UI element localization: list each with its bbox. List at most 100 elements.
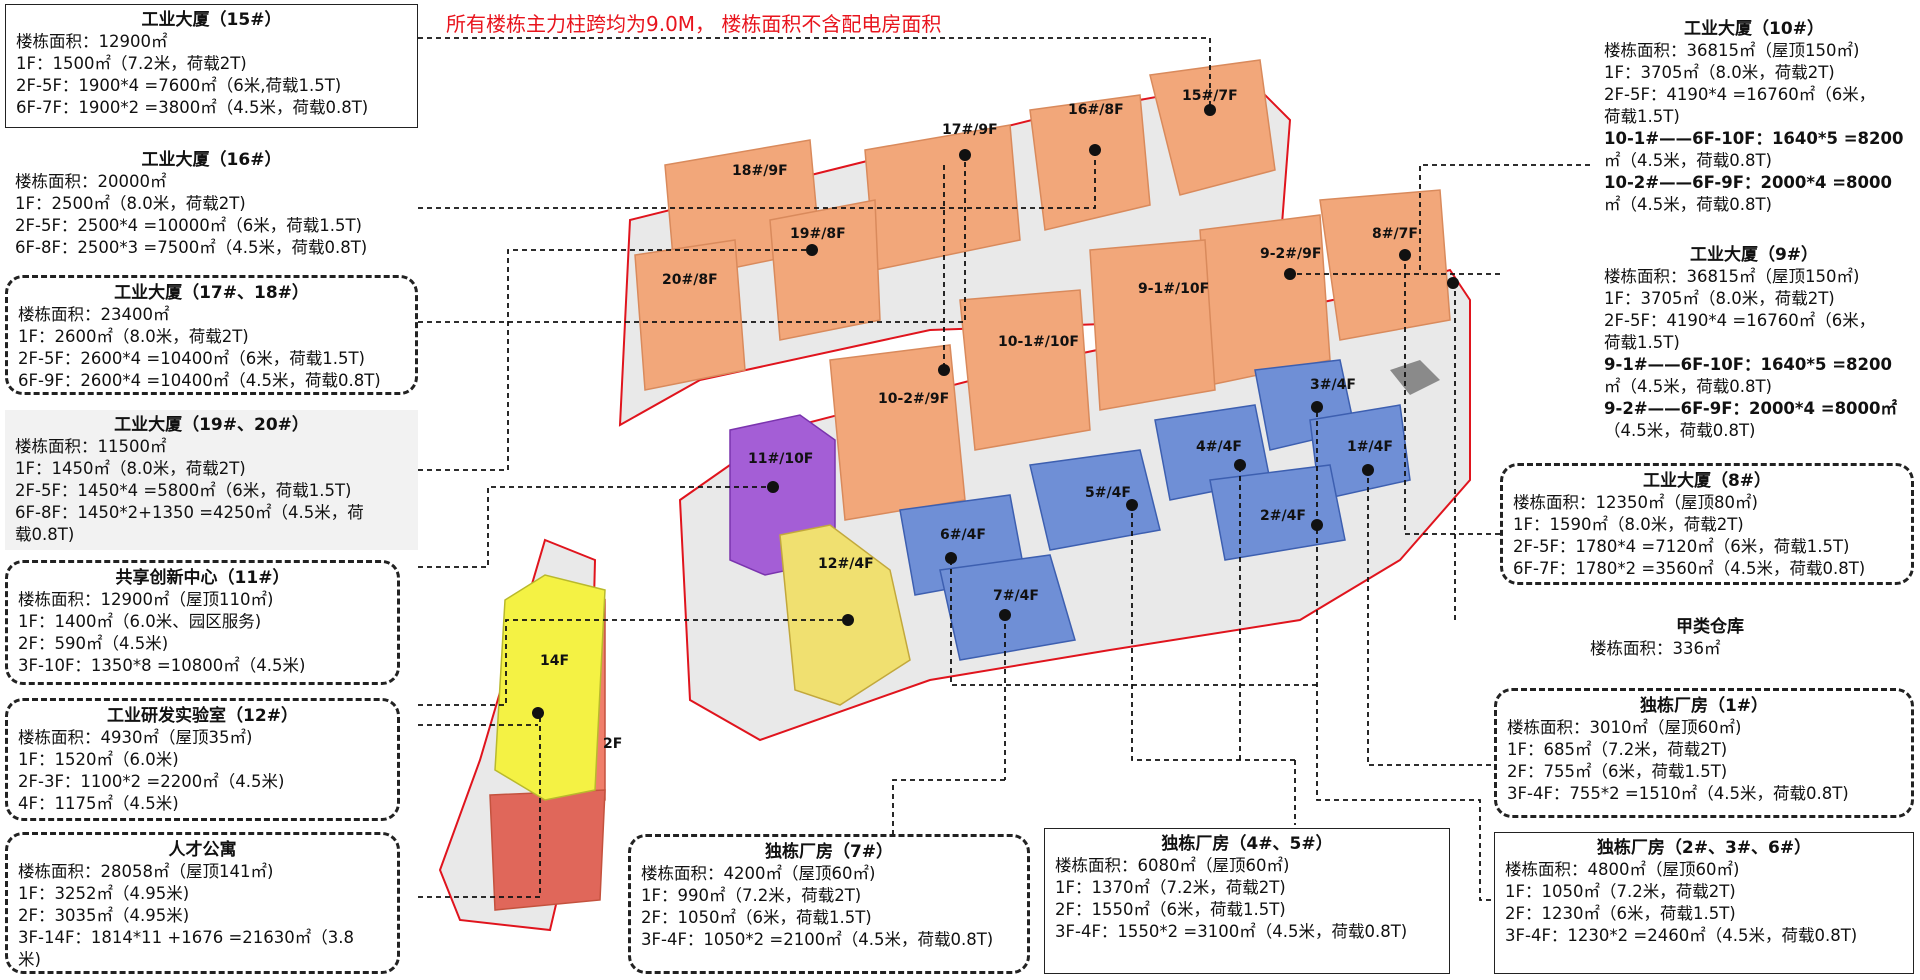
box-line: 1F：2500㎡（8.0米，荷载2T) <box>15 194 246 213</box>
info-box-warehouse: 甲类仓库 楼栋面积：336㎡ <box>1580 612 1840 670</box>
red-note: 所有楼栋主力柱跨均为9.0M， 楼栋面积不含配电房面积 <box>446 12 942 36</box>
box-line: 1F：1520㎡（6.0米) <box>18 750 179 769</box>
box-line: 3F-4F：1550*2 =3100㎡（4.5米，荷载0.8T) <box>1055 922 1408 941</box>
building-16-shape <box>1029 94 1151 231</box>
box-line: 荷载1.5T) <box>1604 333 1680 352</box>
box-line: 楼栋面积：23400㎡ <box>18 305 170 324</box>
info-box-4-5: 独栋厂房（4#、5#） 楼栋面积：6080㎡（屋顶60㎡) 1F：1370㎡（7… <box>1044 828 1450 974</box>
label-4: 4#/4F <box>1196 439 1242 455</box>
box-line: 1F：1050㎡（7.2米，荷载2T) <box>1505 882 1736 901</box>
box-title: 独栋厂房（4#、5#） <box>1161 834 1333 854</box>
box-line: 楼栋面积：3010㎡（屋顶60㎡) <box>1507 718 1742 737</box>
label-20: 20#/8F <box>662 272 718 288</box>
box-title: 工业研发实验室（12#） <box>107 706 298 726</box>
box-line: 1F：990㎡（7.2米，荷载2T) <box>641 886 862 905</box>
box-title: 人才公寓 <box>168 840 237 860</box>
box-line: 楼栋面积：12900㎡（屋顶110㎡) <box>18 590 274 609</box>
info-box-9: 工业大厦（9#） 楼栋面积：36815㎡（屋顶150㎡) 1F：3705㎡（8.… <box>1594 240 1914 450</box>
box-line: ㎡（4.5米，荷载0.8T) <box>1604 377 1772 396</box>
box-line: 2F-5F：1900*4 =7600㎡（6米,荷载1.5T) <box>16 76 342 95</box>
box-title: 工业大厦（16#） <box>141 150 282 170</box>
box-line: 楼栋面积：6080㎡（屋顶60㎡) <box>1055 856 1290 875</box>
box-title: 独栋厂房（1#） <box>1639 696 1769 716</box>
box-line: 2F-5F：1450*4 =5800㎡（6米，荷载1.5T) <box>15 481 352 500</box>
box-line: 2F-5F：1780*4 =7120㎡（6米，荷载1.5T) <box>1513 537 1850 556</box>
info-box-7: 独栋厂房（7#） 楼栋面积：4200㎡（屋顶60㎡) 1F：990㎡（7.2米，… <box>628 834 1030 974</box>
box-title: 工业大厦（8#） <box>1642 471 1772 491</box>
box-line: 2F：590㎡（4.5米) <box>18 634 169 653</box>
label-11: 11#/10F <box>748 451 813 467</box>
info-box-12: 工业研发实验室（12#） 楼栋面积：4930㎡（屋顶35㎡) 1F：1520㎡（… <box>5 698 400 821</box>
box-line: 3F-14F：1814*11 +1676 =21630㎡（3.8 <box>18 928 355 947</box>
label-6: 6#/4F <box>940 527 986 543</box>
box-line: 3F-4F：1230*2 =2460㎡（4.5米，荷载0.8T) <box>1505 926 1858 945</box>
building-10-2-shape <box>829 344 966 521</box>
info-box-19-20: 工业大厦（19#、20#） 楼栋面积：11500㎡ 1F：1450㎡（8.0米，… <box>5 410 418 550</box>
warehouse-shape <box>1390 360 1440 395</box>
label-10-1: 10-1#/10F <box>998 334 1079 350</box>
box-line: 6F-8F：1450*2+1350 =4250㎡（4.5米，荷 <box>15 503 364 522</box>
building-10-1-shape <box>959 289 1091 451</box>
box-line: 1F：1450㎡（8.0米，荷载2T) <box>15 459 246 478</box>
label-9-1: 9-1#/10F <box>1138 281 1209 297</box>
box-line: 楼栋面积：11500㎡ <box>15 437 167 456</box>
box-title: 甲类仓库 <box>1676 617 1744 637</box>
box-line: 1F：1400㎡（6.0米、园区服务) <box>18 612 262 631</box>
box-line: 2F-5F：2600*4 =10400㎡（6米，荷载1.5T) <box>18 349 365 368</box>
box-title: 工业大厦（9#） <box>1689 245 1819 265</box>
marker-dots <box>532 104 1459 719</box>
box-line: 2F-5F：4190*4 =16760㎡（6米， <box>1604 85 1876 104</box>
building-2-shape <box>1209 464 1346 561</box>
box-line: 1F：2600㎡（8.0米，荷载2T) <box>18 327 249 346</box>
box-line: 1F：3705㎡（8.0米，荷载2T) <box>1604 289 1835 308</box>
box-title: 工业大厦（15#） <box>141 10 282 30</box>
box-line: 1F：685㎡（7.2米，荷载2T) <box>1507 740 1728 759</box>
box-line: 2F：3035㎡（4.95米) <box>18 906 190 925</box>
label-18: 18#/9F <box>732 163 788 179</box>
info-box-apartment: 人才公寓 楼栋面积：28058㎡（屋顶141㎡) 1F：3252㎡（4.95米)… <box>5 832 400 974</box>
info-box-10: 工业大厦（10#） 楼栋面积：36815㎡（屋顶150㎡) 1F：3705㎡（8… <box>1594 14 1914 224</box>
box-line: 6F-9F：2600*4 =10400㎡（4.5米，荷载0.8T) <box>18 371 381 390</box>
info-box-17-18: 工业大厦（17#、18#） 楼栋面积：23400㎡ 1F：2600㎡（8.0米，… <box>5 275 418 395</box>
box-title: 独栋厂房（7#） <box>764 842 894 862</box>
box-line: 荷载1.5T) <box>1604 107 1680 126</box>
label-12: 12#/4F <box>818 556 874 572</box>
building-9-1-shape <box>1089 239 1216 411</box>
box-line: 楼栋面积：20000㎡ <box>15 172 167 191</box>
box-title: 独栋厂房（2#、3#、6#） <box>1596 838 1812 858</box>
box-line: 2F：1550㎡（6米，荷载1.5T) <box>1055 900 1286 919</box>
building-9-2-shape <box>1199 214 1331 386</box>
box-line: 6F-7F：1900*2 =3800㎡（4.5米，荷载0.8T) <box>16 98 369 117</box>
label-15: 15#/7F <box>1182 88 1238 104</box>
label-2: 2#/4F <box>1260 508 1306 524</box>
box-line: 9-1#——6F-10F：1640*5 =8200 <box>1604 355 1892 374</box>
box-line: 6F-7F：1780*2 =3560㎡（4.5米，荷载0.8T) <box>1513 559 1866 578</box>
box-line: 楼栋面积：4800㎡（屋顶60㎡) <box>1505 860 1740 879</box>
box-line: 2F：1050㎡（6米，荷载1.5T) <box>641 908 872 927</box>
label-8: 8#/7F <box>1372 226 1418 242</box>
building-8-shape <box>1319 189 1451 341</box>
info-box-1: 独栋厂房（1#） 楼栋面积：3010㎡（屋顶60㎡) 1F：685㎡（7.2米，… <box>1494 688 1914 818</box>
label-9-2: 9-2#/9F <box>1260 246 1321 262</box>
box-line: 9-2#——6F-9F：2000*4 =8000㎡ <box>1604 399 1898 418</box>
box-line: 4F：1175㎡（4.5米) <box>18 794 179 813</box>
box-line: 3F-4F：1050*2 =2100㎡（4.5米，荷载0.8T) <box>641 930 994 949</box>
box-line: 楼栋面积：12900㎡ <box>16 32 168 51</box>
box-line: 楼栋面积：28058㎡（屋顶141㎡) <box>18 862 274 881</box>
box-line: ㎡（4.5米，荷载0.8T) <box>1604 151 1772 170</box>
box-line: 2F-5F：4190*4 =16760㎡（6米， <box>1604 311 1876 330</box>
box-line: 楼栋面积：36815㎡（屋顶150㎡) <box>1604 41 1860 60</box>
label-3: 3#/4F <box>1310 377 1356 393</box>
info-box-8: 工业大厦（8#） 楼栋面积：12350㎡（屋顶80㎡) 1F：1590㎡（8.0… <box>1500 463 1914 585</box>
box-line: 楼栋面积：4200㎡（屋顶60㎡) <box>641 864 876 883</box>
box-line: 楼栋面积：4930㎡（屋顶35㎡) <box>18 728 253 747</box>
box-line: 6F-8F：2500*3 =7500㎡（4.5米，荷载0.8T) <box>15 238 368 257</box>
box-title: 共享创新中心（11#） <box>115 568 290 588</box>
box-title: 工业大厦（19#、20#） <box>114 415 309 435</box>
leader-lines <box>418 37 1590 901</box>
building-5-shape <box>1029 449 1161 551</box>
box-line: 2F：1230㎡（6米，荷载1.5T) <box>1505 904 1736 923</box>
box-line: 2F-3F：1100*2 =2200㎡（4.5米) <box>18 772 285 791</box>
label-1: 1#/4F <box>1347 439 1393 455</box>
